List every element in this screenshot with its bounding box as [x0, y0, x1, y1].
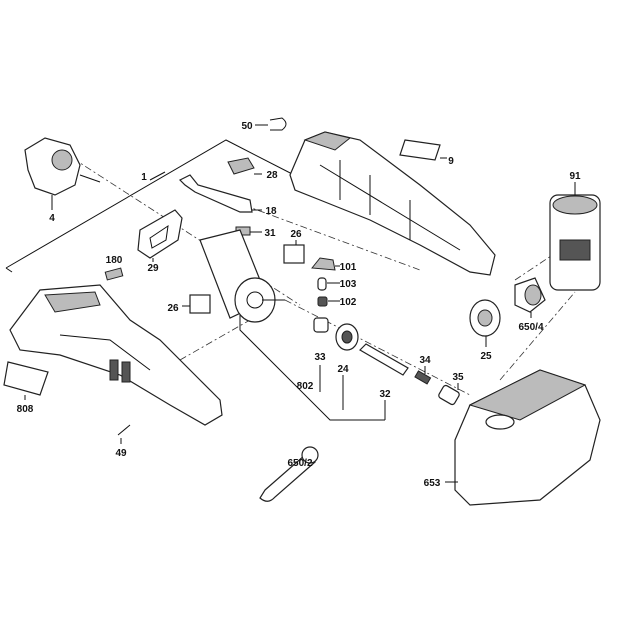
- switch-assembly-part-4: [24, 137, 101, 210]
- label-91: 91: [569, 171, 581, 182]
- label-33: 33: [314, 352, 326, 363]
- shaft-part-32: [359, 343, 409, 376]
- motor: [199, 229, 285, 323]
- collet-part-34: [414, 370, 432, 385]
- label-9: 9: [448, 156, 454, 167]
- upper-housing: [289, 131, 496, 276]
- label-29: 29: [147, 263, 159, 274]
- slide-bar-part-18: [178, 174, 253, 213]
- label-35: 35: [452, 372, 464, 383]
- part-180: [104, 267, 124, 281]
- clip-part-50: [269, 117, 287, 131]
- label-102: 102: [340, 297, 357, 308]
- label-808: 808: [17, 404, 34, 415]
- frame-part-29: [137, 209, 183, 262]
- label-103: 103: [340, 279, 357, 290]
- switch-slider-part-28: [227, 157, 255, 175]
- part-102: [317, 296, 328, 307]
- group-1-bracket: [5, 139, 301, 273]
- screw-part-49: [117, 424, 131, 436]
- nose-cap-part-25: [469, 299, 501, 337]
- pad-part-26-upper: [283, 244, 305, 264]
- label-4: 4: [49, 213, 55, 224]
- label-34: 34: [419, 355, 431, 366]
- part-labels: 50 9 91 1 28 4 18 31 26 101 29 103 180 1…: [17, 121, 581, 489]
- label-part-808: [3, 361, 49, 396]
- label-1: 1: [141, 172, 147, 183]
- collet-nut-part-35: [438, 384, 460, 406]
- bushing-part-33: [313, 317, 329, 333]
- label-24: 24: [337, 364, 349, 375]
- pad-part-26-lower: [189, 294, 211, 314]
- part-103: [317, 277, 327, 291]
- nose-cap-part-650-4: [514, 277, 546, 313]
- label-653: 653: [424, 478, 441, 489]
- label-650-4: 650/4: [518, 322, 543, 333]
- battery-pack-part-91: [549, 182, 601, 291]
- label-26-upper: 26: [290, 229, 302, 240]
- part-101: [311, 257, 336, 271]
- bearing-part-24: [335, 323, 359, 351]
- label-180: 180: [106, 255, 123, 266]
- group-802-bracket: [239, 310, 386, 421]
- label-101: 101: [340, 262, 357, 273]
- charger-part-653: [445, 291, 601, 506]
- label-plate-part-9: [399, 139, 447, 161]
- label-18: 18: [265, 206, 277, 217]
- label-49: 49: [115, 448, 127, 459]
- label-28: 28: [266, 170, 278, 181]
- label-25: 25: [480, 351, 492, 362]
- wrench-part-650-2: [259, 446, 319, 502]
- label-32: 32: [379, 389, 391, 400]
- label-26-lower: 26: [167, 303, 179, 314]
- label-31: 31: [264, 228, 276, 239]
- tool-body-housing: [9, 284, 223, 426]
- label-50: 50: [241, 121, 253, 132]
- label-650-2: 650/2: [287, 458, 312, 469]
- label-802: 802: [297, 381, 314, 392]
